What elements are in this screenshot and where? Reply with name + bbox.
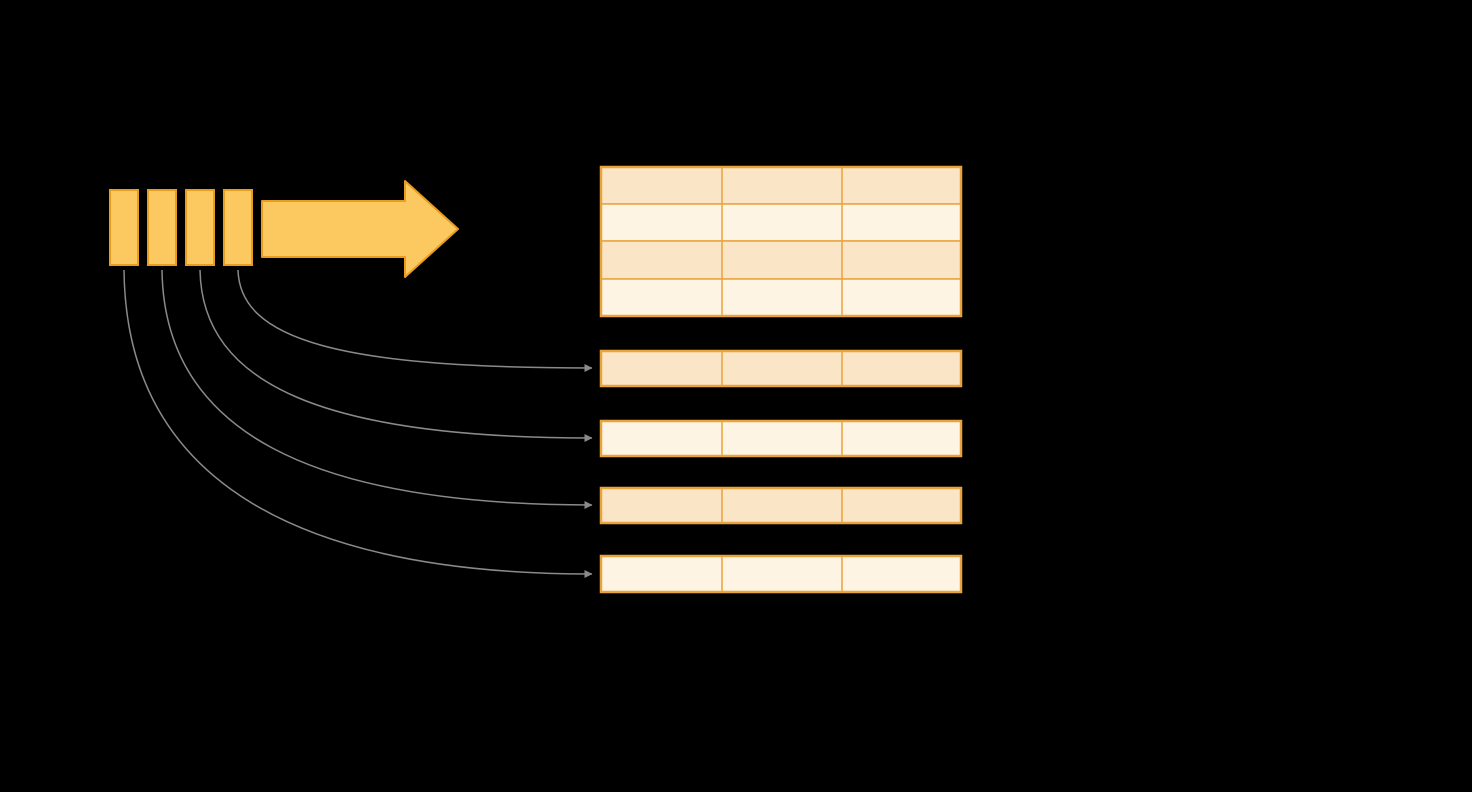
stream-segment-bar-4	[223, 189, 253, 266]
row-table-2	[599, 419, 963, 458]
connector-to-row-table-3	[161, 269, 593, 509]
row-table-1-border	[599, 349, 963, 388]
connector-to-row-table-4	[123, 269, 593, 578]
row-table-1	[599, 349, 963, 388]
row-table-4-border	[599, 554, 963, 594]
main-table-row-1	[600, 166, 962, 205]
main-table-row-3	[600, 240, 962, 280]
row-table-4	[599, 554, 963, 594]
stream-segment-bar-2	[147, 189, 177, 266]
row-table-2-border	[599, 419, 963, 458]
main-table-border	[599, 165, 963, 318]
connector-to-row-table-2	[199, 269, 593, 442]
main-table-row-2	[600, 203, 962, 242]
flow-arrow-icon	[261, 180, 459, 278]
stream-segment-bar-3	[185, 189, 215, 266]
stream-segment-bar-1	[109, 189, 139, 266]
main-table-row-4	[600, 278, 962, 317]
row-table-4-fill	[601, 556, 961, 592]
row-table-3-fill	[601, 488, 961, 523]
row-table-1-fill	[601, 351, 961, 386]
row-table-2-fill	[601, 421, 961, 456]
row-table-3	[599, 486, 963, 525]
stream-segment-bars	[109, 189, 253, 266]
main-table	[599, 165, 963, 318]
connectors	[123, 269, 593, 578]
row-table-3-border	[599, 486, 963, 525]
connector-to-row-table-1	[237, 269, 593, 372]
